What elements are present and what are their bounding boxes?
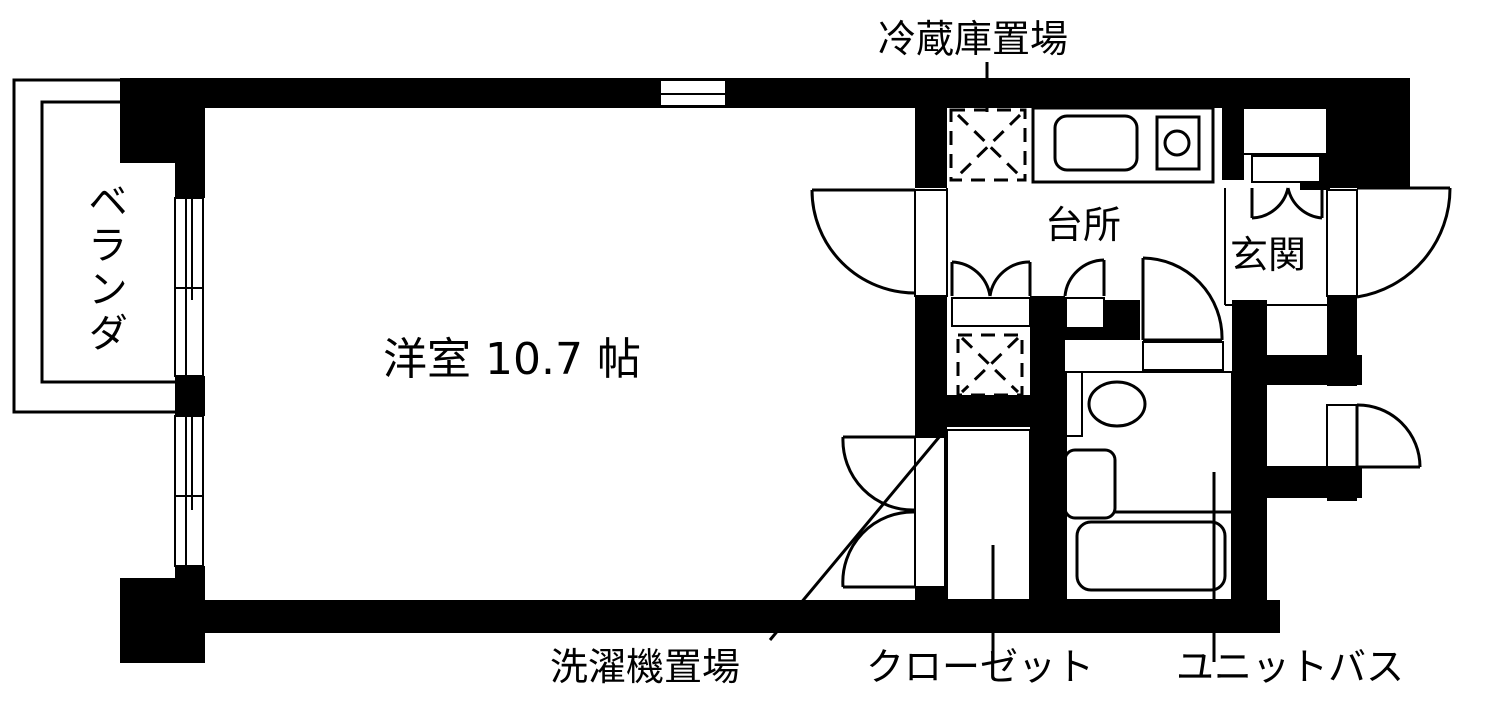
walls — [120, 78, 1410, 663]
top-window — [659, 79, 727, 107]
fridge-space-label: 冷蔵庫置場 — [878, 17, 1069, 61]
closet-label: クローゼット — [866, 645, 1095, 689]
shoe-cabinet — [1242, 107, 1328, 183]
veranda — [12, 78, 176, 414]
unit-bath — [1063, 371, 1233, 601]
entrance-label: 玄関 — [1230, 233, 1307, 277]
western-room-label: 洋室 10.7 帖 — [383, 334, 641, 385]
kitchen-label: 台所 — [1045, 203, 1122, 247]
unit-bath-label: ユニットバス — [1176, 645, 1405, 689]
washer-space-icon — [956, 333, 1024, 397]
leader-lines — [768, 62, 1216, 662]
washer-space-label: 洗濯機置場 — [550, 645, 741, 689]
closet — [946, 429, 1031, 601]
doors — [810, 186, 1452, 589]
kitchen-counter — [1031, 106, 1215, 184]
fridge-space-icon — [949, 108, 1027, 182]
veranda-label: ベランダ — [81, 180, 127, 356]
left-windows — [174, 197, 204, 567]
